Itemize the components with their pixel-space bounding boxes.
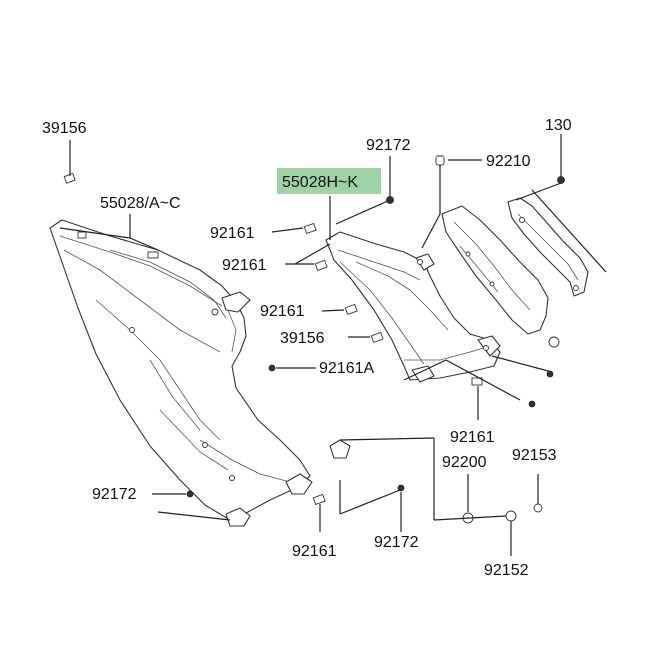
label-92172-bottom: 92172 [374, 534, 419, 551]
label-92161A: 92161A [319, 360, 374, 377]
label-92153: 92153 [512, 447, 557, 464]
bolt-92172-left [186, 490, 194, 498]
label-39156-top: 39156 [42, 120, 87, 137]
label-55028-a-c: 55028/A~C [100, 195, 181, 212]
label-92172-left: 92172 [92, 486, 137, 503]
clip-92210 [435, 155, 445, 166]
label-92161-a: 92161 [210, 225, 255, 242]
label-130: 130 [545, 117, 572, 134]
bracket-130 [507, 197, 589, 297]
label-92161-right: 92161 [450, 429, 495, 446]
bolt-130 [557, 176, 565, 184]
label-39156-mid: 39156 [280, 330, 325, 347]
washer-92153 [533, 503, 543, 513]
inner-panel-middle [325, 231, 501, 383]
screw-right-2 [528, 400, 536, 408]
label-92152: 92152 [484, 562, 529, 579]
label-92161-c: 92161 [260, 303, 305, 320]
screw-92161A [268, 364, 276, 372]
label-92161-b: 92161 [222, 257, 267, 274]
clip-92161-c [344, 303, 358, 316]
clip-92161-a [303, 222, 317, 235]
label-92161-bottom: 92161 [292, 543, 337, 560]
clip-92161-d [471, 377, 483, 386]
nut-92152 [505, 510, 517, 522]
leader-lines [59, 134, 607, 556]
inner-panel-right [441, 205, 560, 348]
clip-39156-top [63, 172, 76, 184]
label-92172-top: 92172 [366, 137, 411, 154]
bolt-92172-bottom [397, 484, 405, 492]
clip-39156-mid [370, 331, 384, 344]
part-number-highlight [277, 168, 381, 194]
side-cover-left [49, 219, 351, 527]
label-92200: 92200 [442, 454, 487, 471]
clip-92161-bottom [312, 493, 326, 506]
label-55028-h-k: 55028H~K [282, 174, 358, 191]
clip-92161-b [314, 259, 328, 272]
label-92210: 92210 [486, 153, 531, 170]
